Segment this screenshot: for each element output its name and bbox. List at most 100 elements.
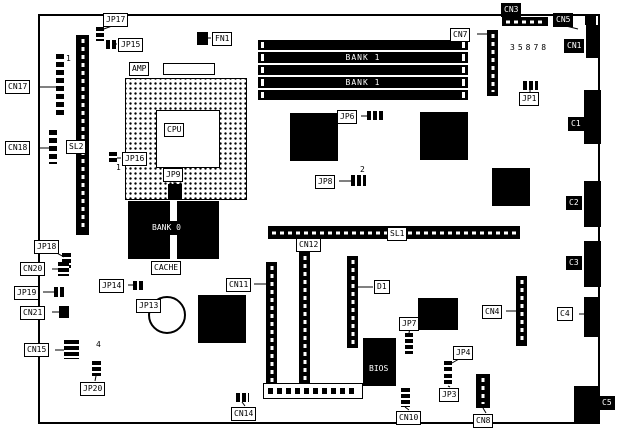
sl2-slot xyxy=(76,35,89,235)
label-cn8: CN8 xyxy=(473,414,494,428)
jp19-pins xyxy=(54,287,65,297)
label-cn5: CN5 xyxy=(553,13,574,27)
label-cn14: CN14 xyxy=(231,407,257,421)
chipset-1 xyxy=(290,113,338,161)
board-outline xyxy=(38,14,600,424)
cn11-slot xyxy=(266,262,277,392)
jp16-pins xyxy=(109,152,117,164)
jp20-pins xyxy=(92,361,101,376)
cn4-connector xyxy=(516,276,527,346)
label-cn10: CN10 xyxy=(396,411,422,425)
label-c5: C5 xyxy=(599,396,615,410)
label-cn3: CN3 xyxy=(501,3,522,17)
jp1-pins xyxy=(523,81,538,90)
marker-text: 1 xyxy=(116,163,121,172)
cn5-component xyxy=(585,15,596,25)
jp9-pins xyxy=(168,184,182,200)
label-jp13: JP13 xyxy=(136,299,162,313)
jp15-pins xyxy=(106,40,116,49)
label-cpu: CPU xyxy=(164,123,185,137)
front-panel-header xyxy=(263,383,363,399)
label-amp: AMP xyxy=(129,62,150,76)
label-cn17: CN17 xyxy=(5,80,31,94)
fn1-component xyxy=(197,32,208,45)
marker-text: 35878 xyxy=(510,43,550,52)
cpu-socket-core xyxy=(156,110,220,168)
jp4-pins xyxy=(444,361,452,373)
label-cn11: CN11 xyxy=(226,278,252,292)
simm-slot-1 xyxy=(258,40,468,50)
jp3-pins xyxy=(444,374,452,386)
label-cn4: CN4 xyxy=(482,305,503,319)
jp7-pins xyxy=(405,333,413,354)
label-jp9: JP9 xyxy=(163,168,184,182)
c1-port xyxy=(584,90,601,144)
label-c1: C1 xyxy=(568,117,584,131)
label-bios: BIOS xyxy=(366,362,392,376)
label-c2: C2 xyxy=(566,196,582,210)
simm-slot-3 xyxy=(258,65,468,75)
label-jp15: JP15 xyxy=(118,38,144,52)
label-cn7: CN7 xyxy=(450,28,471,42)
cn8-connector xyxy=(476,374,490,408)
cn14-pins xyxy=(236,393,249,402)
label-cn21: CN21 xyxy=(20,306,46,320)
label-cn18: CN18 xyxy=(5,141,31,155)
label-jp4: JP4 xyxy=(453,346,474,360)
jp18-pins xyxy=(62,253,71,268)
cn17-header xyxy=(56,54,64,118)
cn10-pins xyxy=(401,388,410,407)
label-d1: D1 xyxy=(374,280,390,294)
label-jp14: JP14 xyxy=(99,279,125,293)
jp8-pins xyxy=(351,175,366,186)
marker-text: 4 xyxy=(96,340,101,349)
jp6-pins xyxy=(367,111,383,120)
label-cn20: CN20 xyxy=(20,262,46,276)
label-c3: C3 xyxy=(566,256,582,270)
cn7-connector xyxy=(487,30,498,96)
cn3-connector xyxy=(502,17,548,26)
label-cn12: CN12 xyxy=(296,238,322,252)
amp-region xyxy=(163,63,215,75)
marker-text: 2 xyxy=(360,165,365,174)
jp14-pins xyxy=(133,281,145,290)
label-jp8: JP8 xyxy=(315,175,336,189)
label-jp17: JP17 xyxy=(103,13,129,27)
cn18-header xyxy=(49,130,57,164)
chip-near-jp7 xyxy=(418,298,458,330)
label-jp7: JP7 xyxy=(399,317,420,331)
chipset-2 xyxy=(420,112,468,160)
io-chip xyxy=(492,168,530,206)
label-cache: CACHE xyxy=(151,261,182,275)
label-jp6: JP6 xyxy=(337,110,358,124)
cn12-slot xyxy=(299,252,310,388)
label-sl1: SL1 xyxy=(387,227,408,241)
label-cn15: CN15 xyxy=(24,343,50,357)
label-jp20: JP20 xyxy=(80,382,106,396)
label-jp19: JP19 xyxy=(14,286,40,300)
c5-port xyxy=(574,386,599,422)
label-jp16: JP16 xyxy=(122,152,148,166)
cn20-pins xyxy=(58,262,69,276)
simm-slot-5 xyxy=(258,90,468,100)
jp17-pins xyxy=(96,27,104,41)
label-cn1: CN1 xyxy=(564,39,585,53)
simm-slot-2: BANK 1 xyxy=(258,52,468,63)
cn21-pins xyxy=(59,306,69,318)
c2-port xyxy=(584,181,601,227)
cn1-port xyxy=(586,25,599,58)
simm-slot-4: BANK 1 xyxy=(258,77,468,88)
cn15-pins xyxy=(64,340,79,359)
label-fn1: FN1 xyxy=(212,32,233,46)
label-bank0: BANK 0 xyxy=(149,221,184,235)
cache-chip-right xyxy=(177,201,219,259)
d1-slot xyxy=(347,256,358,348)
chipset-3 xyxy=(198,295,246,343)
marker-text: 1 xyxy=(66,54,71,63)
label-jp3: JP3 xyxy=(439,388,460,402)
c4-port xyxy=(584,297,600,337)
label-c4: C4 xyxy=(557,307,573,321)
label-sl2: SL2 xyxy=(66,140,87,154)
